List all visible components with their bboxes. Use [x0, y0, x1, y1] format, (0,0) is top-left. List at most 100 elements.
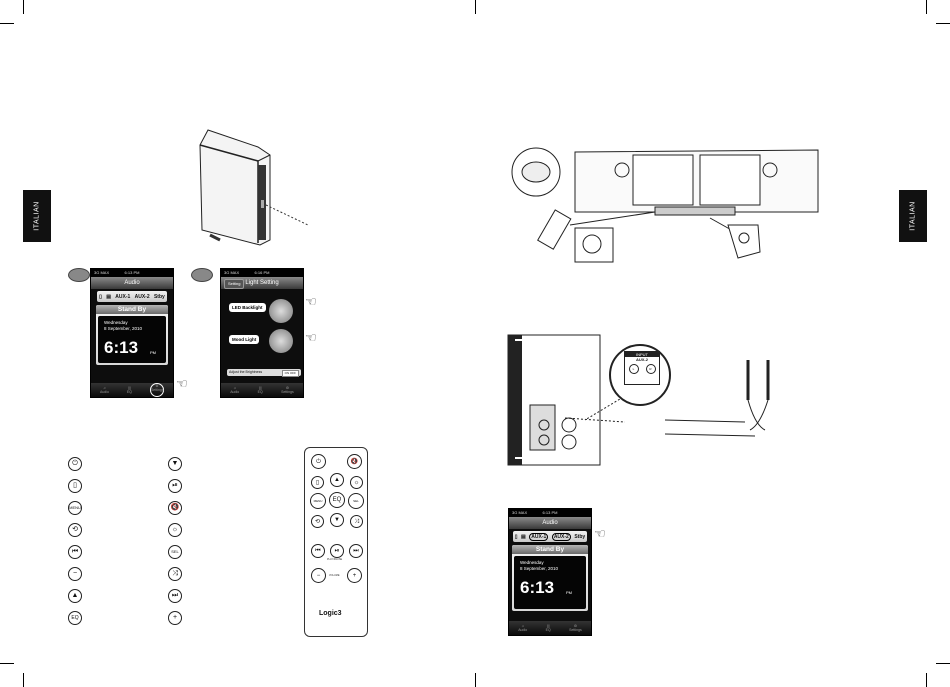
- crop-mark: [0, 663, 14, 664]
- led-backlight-slider[interactable]: [269, 299, 293, 323]
- language-tab-right: ITALIAN: [899, 190, 927, 242]
- remote-control: ⏻ 🔇 ▯ ☼ ▲ MENU EQ SEL ⟲ ▼ ⤨ ⏮ ⏯ ⏭ PLAY/P…: [304, 447, 368, 637]
- eq-icon: EQ: [68, 611, 82, 625]
- weekday: Wednesday: [104, 320, 128, 325]
- date: 8 September, 2010: [104, 326, 143, 331]
- remote-light-button[interactable]: ☼: [350, 476, 363, 489]
- status-header: Stand By: [96, 305, 168, 314]
- step-badge: [191, 268, 213, 282]
- clock-ampm: PM: [566, 590, 572, 595]
- tab-settings[interactable]: ⚙Settings: [149, 383, 164, 397]
- crop-mark: [936, 663, 950, 664]
- remote-ipod-button[interactable]: ▯: [311, 476, 324, 489]
- shuffle-icon: ⤨: [168, 567, 182, 581]
- prev-icon: ⏮: [68, 545, 82, 559]
- remote-menu-button[interactable]: MENU: [310, 493, 326, 509]
- ipod-icon[interactable]: ▯: [99, 293, 102, 300]
- tab-audio[interactable]: ♫Audio: [99, 386, 109, 394]
- play-pause-label: PLAY/PAUSE: [327, 558, 343, 561]
- crop-mark: [23, 673, 24, 687]
- tab-bar: ♫Audio |||EQ ⚙Settings: [509, 621, 591, 635]
- source-aux1[interactable]: AUX-1: [529, 532, 549, 541]
- remote-down-button[interactable]: ▼: [330, 513, 344, 527]
- pointing-hand-icon: ☜: [305, 294, 317, 309]
- tab-bar: ♫Audio |||EQ ⚙Settings: [221, 383, 303, 397]
- remote-shuffle-button[interactable]: ⤨: [350, 515, 363, 528]
- tab-bar: ♫Audio |||EQ ⚙Settings: [91, 383, 173, 397]
- tab-eq[interactable]: |||EQ: [545, 624, 551, 632]
- aux-right-jack: R: [645, 364, 656, 374]
- status-panel: Stand By Wednesday 8 September, 2010 6:1…: [512, 545, 588, 611]
- remote-repeat-button[interactable]: ⟲: [311, 515, 324, 528]
- source-aux1[interactable]: AUX-1: [115, 293, 131, 300]
- tab-settings[interactable]: ⚙Settings: [569, 624, 582, 632]
- back-button[interactable]: Setting: [224, 279, 245, 289]
- remote-vol-up-button[interactable]: +: [347, 568, 362, 583]
- remote-up-button[interactable]: ▲: [330, 473, 344, 487]
- light-icon: ☼: [168, 523, 182, 537]
- source-stby[interactable]: Stby: [153, 293, 165, 300]
- power-icon: ⏻: [68, 457, 82, 471]
- mood-light-label: Mood Light: [229, 335, 260, 344]
- tab-audio[interactable]: ♫Audio: [518, 624, 528, 632]
- remote-play-button[interactable]: ⏯: [330, 544, 344, 558]
- crop-mark: [936, 23, 950, 24]
- mute-icon: 🔇: [168, 501, 182, 515]
- clock-ampm: PM: [150, 350, 156, 355]
- down-icon: ▼: [168, 457, 182, 471]
- plus-icon: +: [168, 611, 182, 625]
- remote-prev-button[interactable]: ⏮: [311, 544, 325, 558]
- clock-time: 6:13: [104, 338, 139, 357]
- tab-eq[interactable]: |||EQ: [126, 386, 132, 394]
- pointing-hand-icon: ☜: [305, 330, 317, 345]
- pointing-hand-icon: ☜: [176, 376, 188, 391]
- aux-input-panel: INPUT AUX-2 L R: [624, 351, 660, 385]
- pointing-hand-icon: ☜: [594, 526, 606, 541]
- tab-audio[interactable]: ♫Audio: [230, 386, 240, 394]
- crop-mark: [0, 23, 14, 24]
- remote-mute-button[interactable]: 🔇: [347, 454, 362, 469]
- volume-label: VOLUME: [329, 574, 340, 577]
- brightness-toggle[interactable]: ON OFF: [281, 370, 299, 377]
- nav-title: Audio: [509, 517, 591, 529]
- remote-next-button[interactable]: ⏭: [349, 544, 363, 558]
- radio-icon[interactable]: ▤: [106, 293, 111, 300]
- source-aux2[interactable]: AUX-2: [134, 293, 150, 300]
- source-stby[interactable]: Stby: [574, 533, 586, 540]
- play-pause-icon: ⏯: [168, 479, 182, 493]
- tab-settings[interactable]: ⚙Settings: [281, 386, 294, 394]
- center-mark: [475, 673, 476, 687]
- ipod-icon[interactable]: ▯: [514, 533, 518, 540]
- rear-connection-illustration: [511, 147, 819, 263]
- source-selector[interactable]: ▯ ▤ AUX-1 AUX-2 Stby: [513, 531, 587, 542]
- next-icon: ⏭: [168, 589, 182, 603]
- clock-time: 6:13: [520, 578, 555, 597]
- select-icon: SEL: [168, 545, 182, 559]
- date: 8 September, 2010: [520, 566, 559, 571]
- mood-light-slider[interactable]: [269, 329, 293, 353]
- crop-mark: [926, 673, 927, 687]
- remote-power-button[interactable]: ⏻: [311, 454, 326, 469]
- source-selector[interactable]: ▯ ▤ AUX-1 AUX-2 Stby: [97, 291, 167, 302]
- source-aux2[interactable]: AUX-2: [551, 532, 571, 541]
- input-sub: AUX-2: [635, 357, 648, 362]
- remote-eq-button[interactable]: EQ: [329, 492, 345, 508]
- remote-select-button[interactable]: SEL: [348, 493, 364, 509]
- input-header: INPUT: [625, 352, 659, 357]
- aux-left-jack: L: [628, 364, 639, 374]
- ipod-icon: ▯: [68, 479, 82, 493]
- status-panel: Stand By Wednesday 8 September, 2010 6:1…: [96, 305, 168, 365]
- brand-logo: Logic3: [319, 610, 342, 617]
- mood-light-row: Mood Light: [229, 329, 299, 353]
- radio-icon[interactable]: ▤: [521, 533, 526, 540]
- led-backlight-label: LED Backlight: [229, 303, 266, 312]
- remote-vol-down-button[interactable]: −: [311, 568, 326, 583]
- step-badge: [68, 268, 90, 282]
- tab-eq[interactable]: |||EQ: [257, 386, 263, 394]
- menu-icon: MENU: [68, 501, 82, 515]
